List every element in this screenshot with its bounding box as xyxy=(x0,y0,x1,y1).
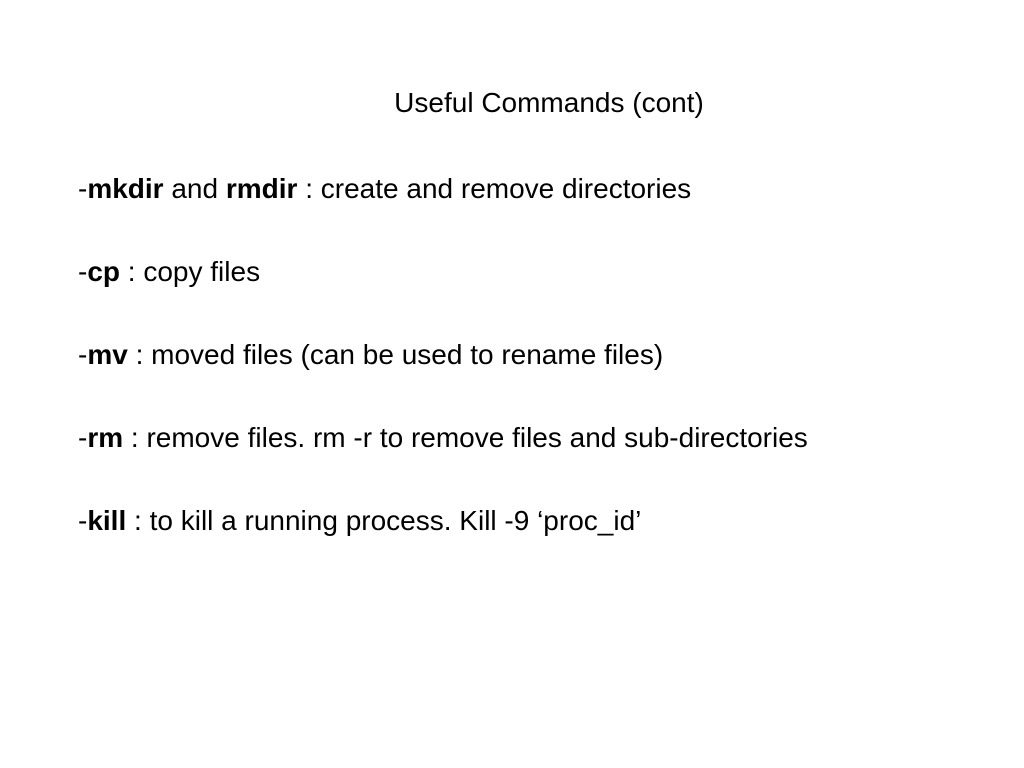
command-description: : create and remove directories xyxy=(297,173,692,204)
command-item-mkdir-rmdir: -mkdir and rmdir : create and remove dir… xyxy=(78,170,1008,208)
bullet-dash: - xyxy=(78,339,88,370)
command-item-cp: -cp : copy files xyxy=(78,253,1008,291)
bullet-dash: - xyxy=(78,422,88,453)
slide-title: Useful Commands (cont) xyxy=(394,87,704,118)
bullet-dash: - xyxy=(78,173,88,204)
bullet-dash: - xyxy=(78,505,88,536)
command-name-mv: mv xyxy=(87,339,128,370)
command-description: : copy files xyxy=(120,256,261,287)
command-name-kill: kill xyxy=(87,505,127,536)
command-connector: and xyxy=(163,173,226,204)
command-description: : to kill a running process. Kill -9 ‘pr… xyxy=(126,505,642,536)
command-description: : moved files (can be used to rename fil… xyxy=(127,339,664,370)
command-name-rm: rm xyxy=(87,422,124,453)
command-item-kill: -kill : to kill a running process. Kill … xyxy=(78,502,1008,540)
command-list: -mkdir and rmdir : create and remove dir… xyxy=(78,170,1008,585)
command-item-mv: -mv : moved files (can be used to rename… xyxy=(78,336,1008,374)
bullet-dash: - xyxy=(78,256,88,287)
command-description: : remove files. rm -r to remove files an… xyxy=(123,422,808,453)
command-name-rmdir: rmdir xyxy=(225,173,298,204)
command-name-cp: cp xyxy=(87,256,121,287)
command-item-rm: -rm : remove files. rm -r to remove file… xyxy=(78,419,1008,457)
command-name-mkdir: mkdir xyxy=(87,173,164,204)
